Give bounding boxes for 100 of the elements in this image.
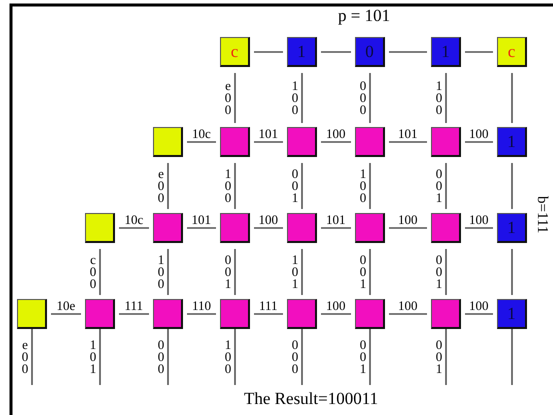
edge-label: 0 0 1 — [435, 254, 443, 290]
edge-label: 0 0 1 — [359, 254, 367, 290]
node-text: c — [508, 43, 516, 60]
node-text: c — [230, 43, 238, 60]
connector-line — [321, 51, 351, 53]
edge-label: 1 0 0 — [435, 80, 443, 116]
connector-line — [234, 249, 236, 295]
edge-label: 1 0 0 — [359, 168, 367, 204]
edge-label: 100 — [326, 300, 346, 312]
connector-line — [369, 329, 371, 385]
edge-label: 110 — [192, 300, 212, 312]
connector-line — [234, 73, 236, 123]
connector-line — [445, 73, 447, 123]
connector-line — [119, 227, 149, 229]
empty-box — [17, 299, 47, 329]
edge-label: 101 — [398, 128, 418, 140]
empty-box — [153, 299, 183, 329]
connector-line — [187, 313, 216, 315]
empty-box — [355, 213, 385, 243]
edge-label: 100 — [469, 128, 488, 140]
connector-line — [167, 329, 169, 385]
empty-box — [355, 127, 385, 157]
connector-line — [511, 249, 513, 295]
edge-label: 0 0 1 — [291, 168, 299, 204]
connector-line — [301, 163, 303, 209]
edge-label: 0 0 1 — [224, 254, 232, 290]
edge-label: 100 — [398, 214, 418, 226]
connector-line — [254, 51, 283, 53]
connector-line — [234, 329, 236, 385]
connector-line — [51, 313, 81, 315]
connector-line — [465, 227, 493, 229]
edge-label: 101 — [326, 214, 346, 226]
empty-box — [153, 127, 183, 157]
caption: The Result=100011 — [244, 389, 378, 409]
node-text: 0 — [365, 43, 374, 60]
connector-line — [301, 73, 303, 123]
empty-box — [431, 127, 461, 157]
empty-box — [85, 213, 115, 243]
connector-line — [321, 313, 351, 315]
edge-label: 10c — [124, 214, 144, 226]
edge-label: 111 — [259, 300, 278, 312]
connector-line — [119, 313, 149, 315]
digit-box — [287, 37, 317, 67]
title: p = 101 — [338, 6, 390, 26]
edge-label: 0 0 1 — [359, 339, 367, 375]
connector-line — [465, 141, 493, 143]
edge-label: 1 0 1 — [89, 339, 97, 375]
connector-line — [301, 249, 303, 295]
connector-line — [389, 141, 427, 143]
digit-box — [497, 37, 527, 67]
edge-label: 100 — [258, 214, 278, 226]
digit-box — [431, 37, 461, 67]
connector-line — [445, 329, 447, 385]
connector-line — [254, 141, 283, 143]
node-text: 1 — [507, 219, 516, 236]
empty-box — [220, 127, 250, 157]
empty-box — [431, 213, 461, 243]
connector-line — [301, 329, 303, 385]
digit-box — [497, 213, 527, 243]
node-text: 1 — [297, 43, 306, 60]
empty-box — [85, 299, 115, 329]
connector-line — [511, 73, 513, 123]
edge-label: 1 0 1 — [291, 254, 299, 290]
digit-box — [220, 37, 250, 67]
connector-line — [511, 163, 513, 209]
connector-line — [465, 51, 493, 53]
edge-label: 0 0 1 — [435, 168, 443, 204]
connector-line — [445, 163, 447, 209]
empty-box — [220, 213, 250, 243]
connector-line — [389, 227, 427, 229]
edge-label: 10c — [192, 128, 211, 140]
edge-label: 0 0 0 — [157, 339, 165, 375]
node-text: 1 — [441, 43, 450, 60]
connector-line — [511, 329, 513, 385]
empty-box — [287, 213, 317, 243]
edge-label: 0 0 0 — [291, 339, 299, 375]
connector-line — [369, 249, 371, 295]
edge-label: 100 — [398, 300, 418, 312]
empty-box — [287, 299, 317, 329]
connector-line — [369, 73, 371, 123]
connector-line — [234, 163, 236, 209]
edge-label: 1 0 0 — [291, 80, 299, 116]
empty-box — [431, 299, 461, 329]
connector-line — [389, 313, 427, 315]
connector-line — [187, 227, 216, 229]
connector-line — [254, 227, 283, 229]
edge-label: 100 — [469, 214, 488, 226]
empty-box — [355, 299, 385, 329]
edge-label: 100 — [469, 300, 488, 312]
edge-label: 100 — [326, 128, 346, 140]
connector-line — [167, 163, 169, 209]
connector-line — [99, 329, 101, 385]
connector-line — [445, 249, 447, 295]
edge-label: 1 0 0 — [224, 168, 232, 204]
node-text: 1 — [507, 133, 516, 150]
side-label: b=111 — [533, 196, 550, 234]
edge-label: 111 — [124, 300, 144, 312]
edge-label: 101 — [192, 214, 211, 226]
connector-line — [167, 249, 169, 295]
edge-label: 0 0 0 — [359, 80, 367, 116]
